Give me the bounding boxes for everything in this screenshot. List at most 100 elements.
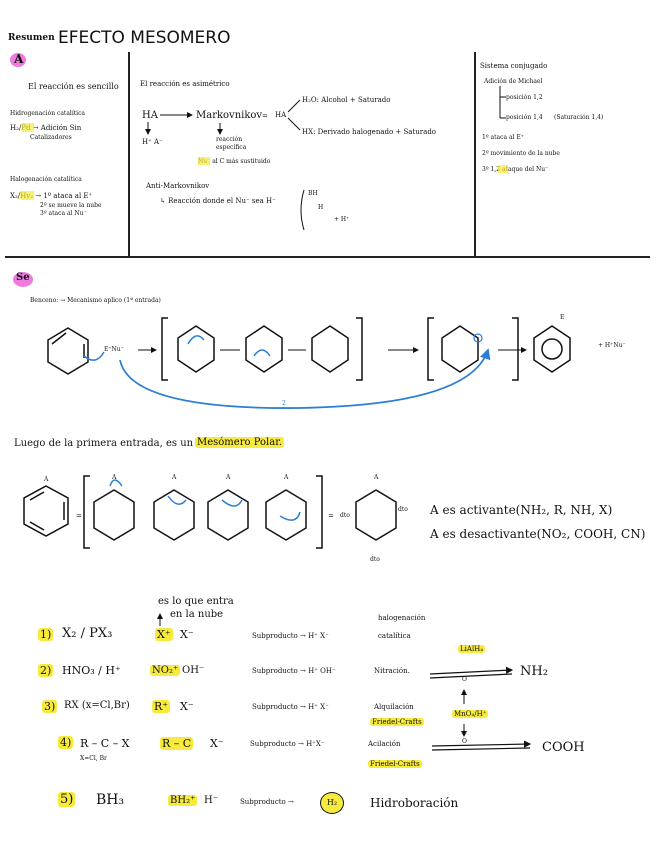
row1-ion1: X⁺ (155, 628, 173, 641)
se-sigma-1 (177, 325, 215, 373)
se-product (533, 325, 571, 373)
note-top: es lo que entra (158, 596, 234, 607)
orto-label: dto (340, 512, 350, 519)
x2-hl (20, 191, 34, 200)
header-prefix: Resumen (8, 33, 55, 43)
section-se-letter: Se (16, 272, 30, 283)
cooh-label: COOH (542, 740, 585, 755)
col1-line2: H₂/Pd → Adición Sin (10, 124, 82, 132)
meta-label: dto (370, 556, 380, 563)
se-product-circle (541, 338, 563, 360)
col2-hplus: + H⁺ (334, 216, 350, 223)
res-curl-3 (221, 499, 243, 507)
eq-sign-2: = (328, 512, 334, 520)
row3-byproduct: Subproducto → H⁺ X⁻ (252, 703, 329, 711)
se-sigma-4 (441, 325, 479, 373)
section-a-letter: A (14, 52, 24, 66)
section-a-marker (10, 53, 26, 67)
col1-line4: Halogenación catalítica (10, 176, 82, 183)
row3-reagent: RX (x=Cl,Br) (64, 700, 130, 711)
row4-ion1: R – C (160, 737, 194, 750)
divider-a2 (474, 52, 476, 257)
row2-reaction: Nitración. (374, 667, 410, 675)
nu-note-hl (198, 157, 210, 165)
row3-reaction: Alquilación (374, 703, 414, 711)
note-halo: halogenación (378, 614, 426, 622)
col2-ha: HA (142, 110, 158, 121)
row4-byproduct: Subproducto → H⁺X⁻ (250, 740, 325, 748)
bracket-left-2 (427, 317, 434, 381)
blue-curl-2 (253, 349, 271, 357)
bracket-left (161, 317, 168, 381)
activating-label: A es activante(NH₂, R, NH, X) (430, 503, 613, 517)
row5-byproduct: Subproducto → (240, 798, 294, 806)
row2-byproduct: Subproducto → H⁺ OH⁻ (252, 667, 336, 675)
se-sigma-2 (245, 325, 283, 373)
ring-label-4: A (226, 474, 231, 481)
col2-hx: HX: Derivado halogenado + Saturado (302, 128, 437, 136)
blue-curl-1 (187, 335, 205, 345)
col2-nu-note: Nu⁻ al C más sustituido (198, 158, 271, 165)
benzene-note: Benceno: → Mecanismo aplico (1ª entrada) (30, 297, 161, 304)
arrow-nitr-1 (429, 666, 514, 675)
row4-reagent-sub: X=Cl, Br (80, 755, 107, 762)
lialh4-label: LiAlH₄ (458, 645, 486, 653)
para-label: dto (398, 506, 408, 513)
row1-reagent: X₂ / PX₃ (62, 626, 113, 641)
blue-arrow-small (83, 351, 105, 361)
deactivating-label: A es desactivante(NO₂, COOH, CN) (430, 527, 646, 541)
row2-reagent: HNO₃ / H⁺ (62, 664, 121, 677)
row5-ion1: BH₂⁺ (168, 795, 198, 806)
col3-line3b: (Saturación 1,4) (554, 114, 604, 121)
row2-num: 2) (38, 664, 54, 677)
row5-reaction: Hidroboración (370, 796, 459, 810)
col1-line3: Catalizadores (30, 134, 72, 141)
bracket-right-2 (512, 317, 519, 381)
page-title: EFECTO MESOMERO (58, 28, 231, 48)
row5-ion2: H⁻ (204, 795, 218, 806)
row4-num: 4) (58, 736, 74, 749)
row4-ion2: X⁻ (210, 737, 224, 750)
divider-a1 (128, 52, 130, 257)
row5-byproduct-circle: H₂ (320, 792, 344, 814)
row1-ion2: X⁻ (180, 628, 194, 641)
note-cat: catalítica (378, 632, 411, 640)
col2-especifica: específica (216, 144, 247, 151)
col3-heading: Sistema conjugado (480, 62, 548, 70)
col3-line6: 3º 1,2 ataque del Nu⁻ (482, 166, 549, 173)
res-ring-2 (93, 489, 135, 541)
row4-reaction: Acilación (368, 740, 401, 748)
col2-ha2: HA (275, 111, 287, 119)
col2-eq: = (262, 112, 268, 120)
ring-label-6: A (374, 474, 379, 481)
arrow-acyl-1 (431, 740, 532, 748)
col1-line1: Hidrogenación catalítica (10, 110, 85, 117)
ring-label-5: A (284, 474, 289, 481)
res-curl-4 (279, 511, 301, 521)
row5-reagent: BH₃ (96, 792, 125, 808)
col2-h2o: H₂O: Alcohol + Saturado (302, 96, 391, 104)
se-reagent: E⁺Nu⁻ (104, 346, 124, 353)
blue-arrow-long (119, 348, 491, 409)
ring-label-2: A (112, 474, 117, 481)
col2-reaccion: reacción (216, 136, 243, 143)
col3-line1: Adición de Michael (484, 78, 543, 85)
col2-heading: El reacción es asimétrico (140, 80, 230, 88)
se-product-e: E (560, 314, 565, 321)
res-curl-1 (109, 479, 123, 487)
se-sigma-3 (311, 325, 349, 373)
res-curl-2 (167, 495, 187, 505)
col1-line6: 2º se mueve la nube (40, 202, 102, 209)
row1-num: 1) (38, 628, 54, 641)
note-top2: en la nube (170, 609, 224, 620)
col2-markovnikov: Markovnikov (196, 110, 263, 121)
res-bracket-left (83, 475, 90, 549)
col2-bh: BH (308, 190, 318, 197)
col1-heading: El reacción es sencillo (28, 82, 119, 91)
arrow-hx (287, 117, 301, 131)
polar-intro: Luego de la primera entrada, es un (14, 438, 194, 449)
row2-ion2: OH⁻ (182, 665, 205, 676)
row4-reagent: R – C – X (80, 737, 130, 750)
plus-circle (473, 333, 483, 343)
